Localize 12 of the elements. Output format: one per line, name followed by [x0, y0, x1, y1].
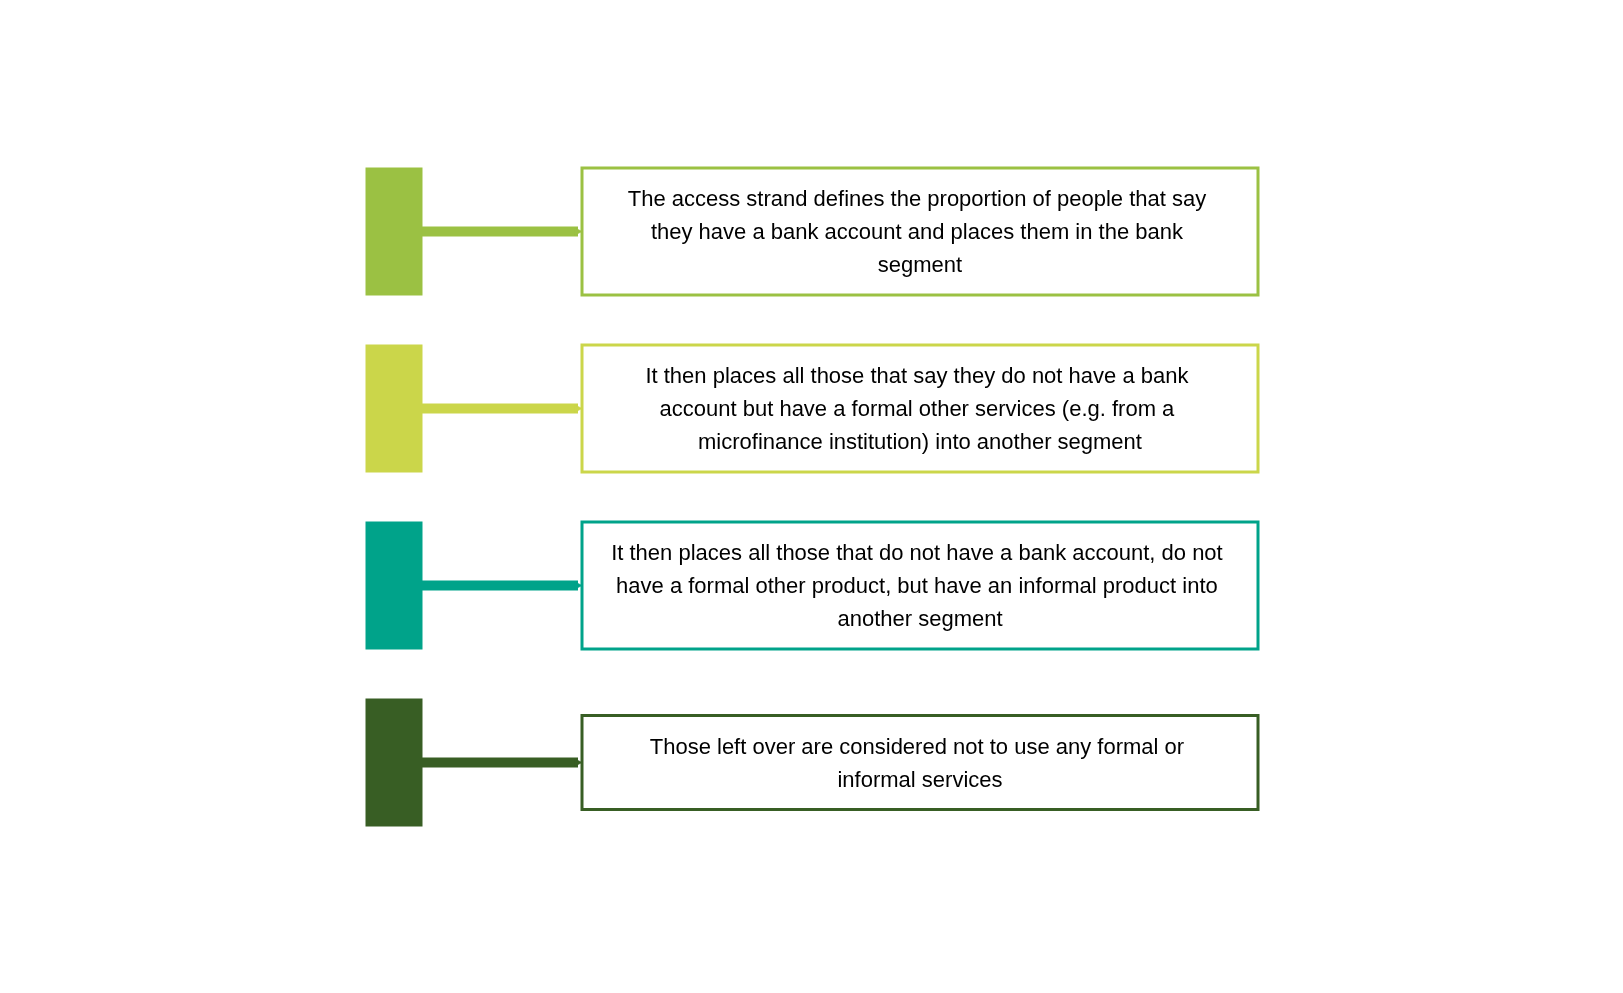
node-box [365, 521, 422, 649]
arrow [421, 226, 582, 236]
node-box [365, 698, 422, 826]
arrow [421, 580, 582, 590]
node-box: The access strand defines the proportion of people that say they have a bank account and places them in the bank segment [580, 166, 1259, 296]
node-box: It then places all those that do not have a bank account, do not have a formal other product, but have an informal product into another segment [580, 520, 1259, 650]
arrow [421, 403, 582, 413]
node-box [365, 344, 422, 472]
node-box: It then places all those that say they do not have a bank account but have a formal other services (e.g. from a microfinance institution) into another segment [580, 343, 1259, 473]
node-box: Those left over are considered not to use any formal or informal services [580, 713, 1259, 811]
node-box [365, 167, 422, 295]
arrow [421, 757, 582, 767]
